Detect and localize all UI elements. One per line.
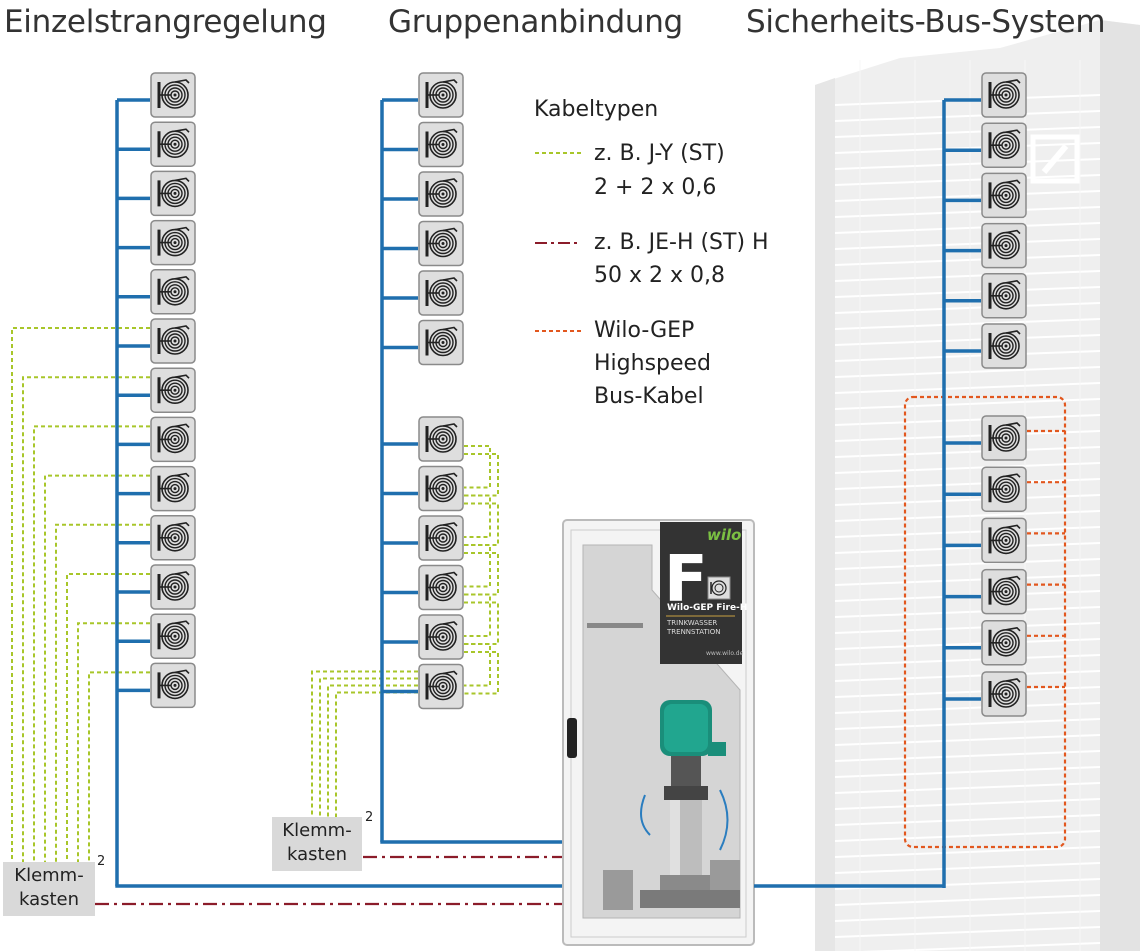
hose-reel-icon: [418, 270, 464, 316]
hose-reel-icon: [981, 517, 1027, 564]
klemmkasten-left-superscript: 2: [97, 854, 106, 869]
hose-reel-icon: [981, 122, 1027, 169]
cabinet-letter: F: [664, 543, 708, 617]
hose-reel-icon: [981, 323, 1027, 369]
hose-reel-icon: [150, 613, 196, 660]
bank-logo-icon: [1030, 134, 1080, 184]
cabinet-brand-logo: wilo: [707, 526, 742, 544]
hose-reel-icon: [150, 416, 196, 463]
legend-item-2-line2: 50 x 2 x 0,8: [594, 263, 725, 288]
legend-item-3-line2: Highspeed: [594, 351, 712, 376]
klemmkasten-middle-line2: kasten: [286, 844, 348, 865]
cabinet-subtitle-2: TRENNSTATION: [667, 628, 721, 636]
hose-reel-icon: [981, 415, 1027, 461]
legend-item-1-line1: z. B. J-Y (ST): [594, 141, 725, 166]
klemmkasten-left: Klemm- kasten: [3, 862, 95, 916]
hose-reel-icon: [981, 466, 1027, 513]
blue-bus-lines: [115, 98, 981, 888]
hose-reel-icon: [418, 72, 464, 118]
hose-reel-icon: [150, 465, 196, 512]
legend-item-3-line3: Bus-Kabel: [594, 384, 704, 409]
hose-reel-icon: [150, 268, 196, 315]
hose-reel-icon: [981, 72, 1027, 118]
hose-reel-icon: [150, 564, 196, 610]
legend-item-2-line1: z. B. JE-H (ST) H: [594, 230, 769, 255]
klemmkasten-left-line2: kasten: [18, 889, 80, 910]
hose-reel-icon: [150, 219, 196, 266]
legend-samples: [535, 152, 581, 332]
legend-item-3-line1: Wilo-GEP: [594, 318, 695, 343]
title-gruppenanbindung: Gruppenanbindung: [388, 4, 683, 40]
hose-reel-icon: [150, 72, 196, 118]
legend-heading: Kabeltypen: [534, 97, 659, 122]
cabinet-subtitle-1: TRINKWASSER: [667, 619, 718, 627]
hose-reel-icon: [981, 172, 1027, 219]
hose-reel-icon: [981, 671, 1027, 717]
hose-reel-icon: [150, 318, 196, 364]
hose-reel-icon: [150, 121, 196, 168]
hose-reel-icon: [418, 220, 464, 267]
hose-reel-icon: [418, 614, 464, 660]
legend-item-1-line2: 2 + 2 x 0,6: [594, 175, 717, 200]
hose-reel-icon: [981, 222, 1027, 269]
hose-reel-icon: [418, 121, 464, 168]
hose-reel-icon: [418, 515, 464, 561]
cabinet-product-name: Wilo-GEP Fire-H: [667, 603, 748, 613]
hose-reel-icon: [981, 568, 1027, 615]
hose-reel-icon: [150, 514, 196, 561]
hose-reel-icon: [418, 416, 464, 462]
office-tower-icon: [815, 20, 1140, 951]
hose-reel-icon: [150, 367, 196, 414]
klemmkasten-left-line1: Klemm-: [14, 865, 84, 886]
hose-reel-icon: [981, 272, 1027, 319]
klemmkasten-middle: Klemm- kasten: [272, 817, 362, 871]
title-einzelstrangregelung: Einzelstrangregelung: [4, 4, 327, 40]
hose-reel-icon: [418, 319, 464, 366]
hose-reel-icon: [418, 663, 464, 710]
orange-cables: [903, 395, 1067, 849]
hose-reel-icon: [418, 171, 464, 217]
hose-reel-icon: [150, 662, 196, 709]
klemmkasten-middle-superscript: 2: [365, 810, 374, 825]
hose-reel-icon: [418, 564, 464, 611]
hose-reel-icon: [150, 170, 196, 217]
hose-reel-icon: [418, 465, 464, 512]
klemmkasten-middle-line1: Klemm-: [282, 820, 352, 841]
pump-cabinet: [562, 519, 755, 946]
cabinet-url: www.wilo.de: [706, 650, 744, 657]
title-sicherheits-bus-system: Sicherheits-Bus-System: [746, 4, 1106, 40]
red-cables: [95, 855, 566, 906]
hose-reel-icon: [981, 619, 1027, 666]
